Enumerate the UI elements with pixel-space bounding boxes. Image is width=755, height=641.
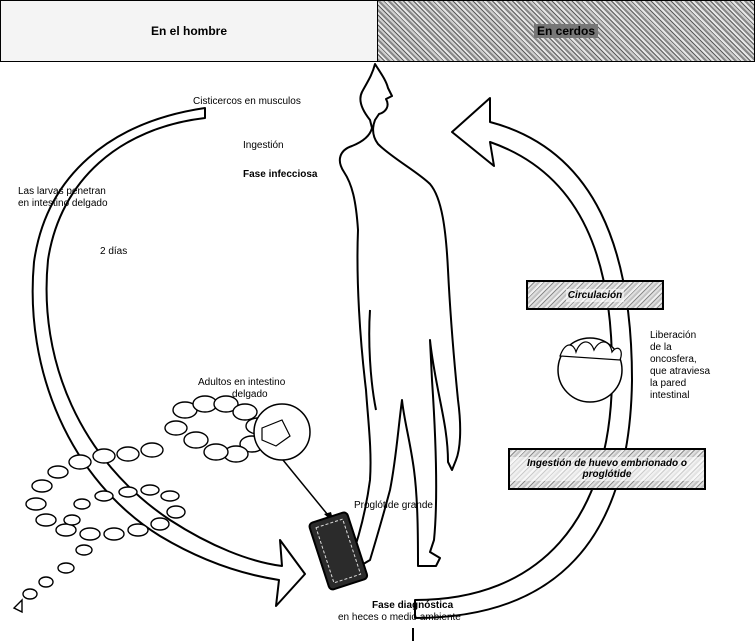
circulation-label: Circulación — [566, 289, 624, 302]
liberacion-line: oncosfera, — [650, 354, 710, 366]
label-fase-infecciosa: Fase infecciosa — [243, 169, 317, 181]
label-adultos-1: Adultos en intestino — [198, 377, 285, 389]
liberacion-line: Liberación — [650, 330, 710, 342]
liberacion-line: intestinal — [650, 390, 710, 402]
label-larvas-2: en intestino delgado — [18, 198, 108, 210]
liberacion-line: que atraviesa — [650, 366, 710, 378]
label-fase-diagnostica: Fase diagnóstica — [372, 600, 453, 612]
egg-ingestion-box: Ingestión de huevo embrionado o proglóti… — [508, 448, 706, 490]
label-liberacion: Liberación de la oncosfera, que atravies… — [650, 330, 710, 402]
label-proglotide: Proglótide grande — [354, 500, 433, 512]
label-cisticercos: Cisticercos en musculos — [193, 96, 301, 108]
egg-ingestion-label: Ingestión de huevo embrionado o proglóti… — [510, 457, 704, 481]
liberacion-line: la pared — [650, 378, 710, 390]
label-adultos-2: delgado — [232, 389, 268, 401]
label-ingestion: Ingestión — [243, 140, 284, 152]
liberacion-line: de la — [650, 342, 710, 354]
proglottid — [308, 511, 368, 590]
label-larvas-1: Las larvas penetran — [18, 186, 106, 198]
label-fase-diagnostica-sub: en heces o medio ambiente — [338, 612, 461, 624]
label-dias: 2 días — [100, 246, 127, 258]
circulation-box: Circulación — [526, 280, 664, 310]
human-silhouette — [340, 64, 460, 566]
